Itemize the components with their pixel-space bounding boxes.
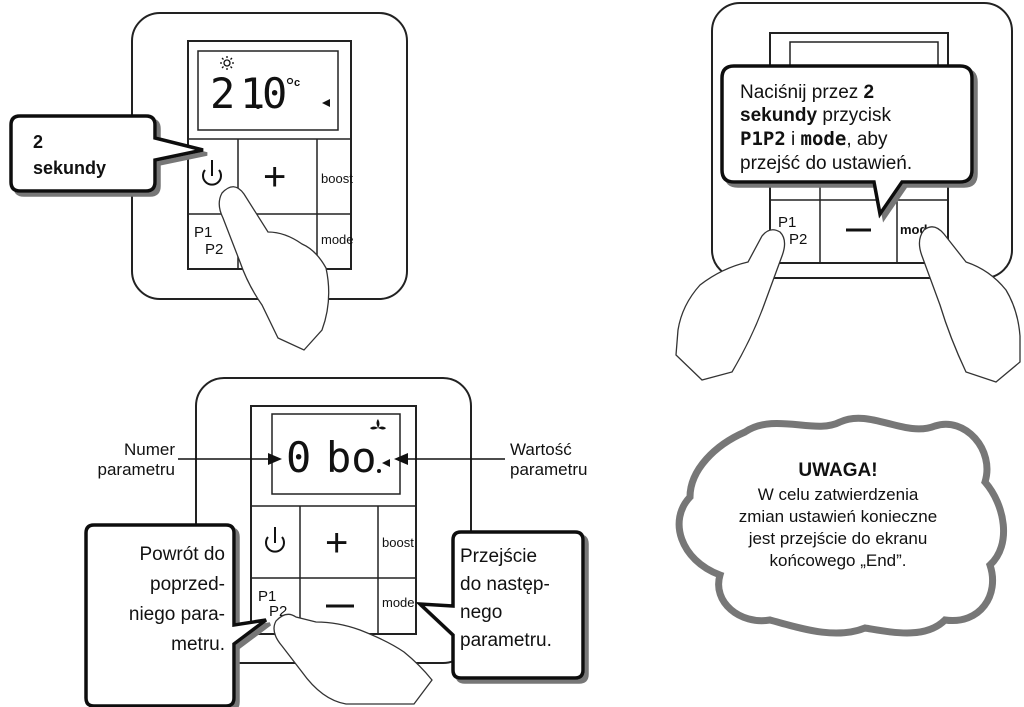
p1-label[interactable]: P1 xyxy=(194,224,212,241)
p2-label[interactable]: P2 xyxy=(205,241,223,258)
callout-right-line-3: nego xyxy=(460,602,502,623)
p1-label[interactable]: P1 xyxy=(258,588,276,605)
fan-icon xyxy=(370,419,386,430)
warning-title: UWAGA! xyxy=(798,460,877,481)
mode-button[interactable]: mode xyxy=(382,595,415,610)
indicator-arrow-icon xyxy=(322,99,330,107)
callout-left-line-4: metru. xyxy=(171,634,225,655)
p2-label[interactable]: P2 xyxy=(789,231,807,248)
warning-line-1: W celu zatwierdzenia xyxy=(758,485,919,504)
boost-button[interactable]: boost xyxy=(321,171,353,186)
power-icon xyxy=(265,536,285,553)
lcd-dot xyxy=(377,469,381,473)
callout-bubble xyxy=(720,64,974,219)
warning-note: UWAGA! W celu zatwierdzenia zmian ustawi… xyxy=(675,414,1008,637)
lcd-display xyxy=(197,50,339,131)
panel-2-settings-combo: P1 P2 mode Naciśnij przez 2 sekundy przy… xyxy=(675,2,1021,383)
left-finger-hand-icon xyxy=(675,229,786,381)
power-button[interactable] xyxy=(202,160,222,186)
arrow-left-icon xyxy=(394,453,408,465)
callout-line-4: przejść do ustawień. xyxy=(740,153,912,174)
callout-right-line-4: parametru. xyxy=(460,630,552,651)
panel-3-parameter-navigation: 0 bo + boost mode P1 P2 Numer parametru … xyxy=(84,377,587,707)
callout-line-2: sekundy przycisk xyxy=(740,105,891,126)
sun-icon xyxy=(220,56,234,70)
parameter-number-label-line-1: Numer xyxy=(124,440,175,459)
plus-button[interactable]: + xyxy=(325,521,348,565)
parameter-value-label-line-1: Wartość xyxy=(510,440,572,459)
p1-label[interactable]: P1 xyxy=(778,214,796,231)
finger-hand-icon xyxy=(273,613,433,705)
callout-right-line-2: do następ- xyxy=(460,574,550,595)
plus-button[interactable]: + xyxy=(263,155,286,199)
callout-line-1: 2 xyxy=(33,132,43,152)
warning-line-2: zmian ustawień konieczne xyxy=(739,507,937,526)
lcd-digit-tens: 2 xyxy=(210,69,235,118)
callout-left-line-3: niego para- xyxy=(129,604,225,625)
power-button[interactable] xyxy=(265,527,285,553)
power-icon xyxy=(202,169,222,186)
callout-line-2: sekundy xyxy=(33,158,106,178)
right-finger-hand-icon xyxy=(918,226,1021,383)
callout-bubble-left xyxy=(84,523,268,707)
parameter-number-label-line-2: parametru xyxy=(98,460,175,479)
callout-bubble-right xyxy=(415,530,585,680)
parameter-value: bo xyxy=(326,433,377,482)
degree-icon xyxy=(286,77,294,85)
indicator-arrow-icon xyxy=(382,459,390,467)
callout-line-1: Naciśnij przez 2 xyxy=(740,82,874,103)
callout-left-line-1: Powrót do xyxy=(139,544,225,565)
lcd-digit-decimal: 0 xyxy=(262,69,287,118)
boost-button[interactable]: boost xyxy=(382,535,414,550)
arrow-right-icon xyxy=(268,453,282,465)
lcd-display xyxy=(271,413,401,495)
warning-line-3: jest przejście do ekranu xyxy=(748,529,928,548)
lcd-decimal-point xyxy=(256,105,260,109)
callout-line-3: P1P2 i mode, aby xyxy=(740,128,888,150)
parameter-number: 0 xyxy=(286,433,311,482)
callout-left-line-2: poprzed- xyxy=(150,574,225,595)
lcd-digit-ones: 1 xyxy=(240,69,265,118)
finger-hand-icon xyxy=(218,186,330,351)
warning-line-4: końcowego „End”. xyxy=(769,551,906,570)
panel-1-power-button: 2 1 0 c + boost P1 P2 mode 2 sekundy xyxy=(9,12,408,351)
callout-bubble xyxy=(9,114,204,193)
lcd-unit: c xyxy=(294,77,300,89)
mode-button[interactable]: mode xyxy=(321,232,354,247)
parameter-value-label-line-2: parametru xyxy=(510,460,587,479)
cloud-shape xyxy=(675,414,1008,637)
callout-right-line-1: Przejście xyxy=(460,546,537,567)
